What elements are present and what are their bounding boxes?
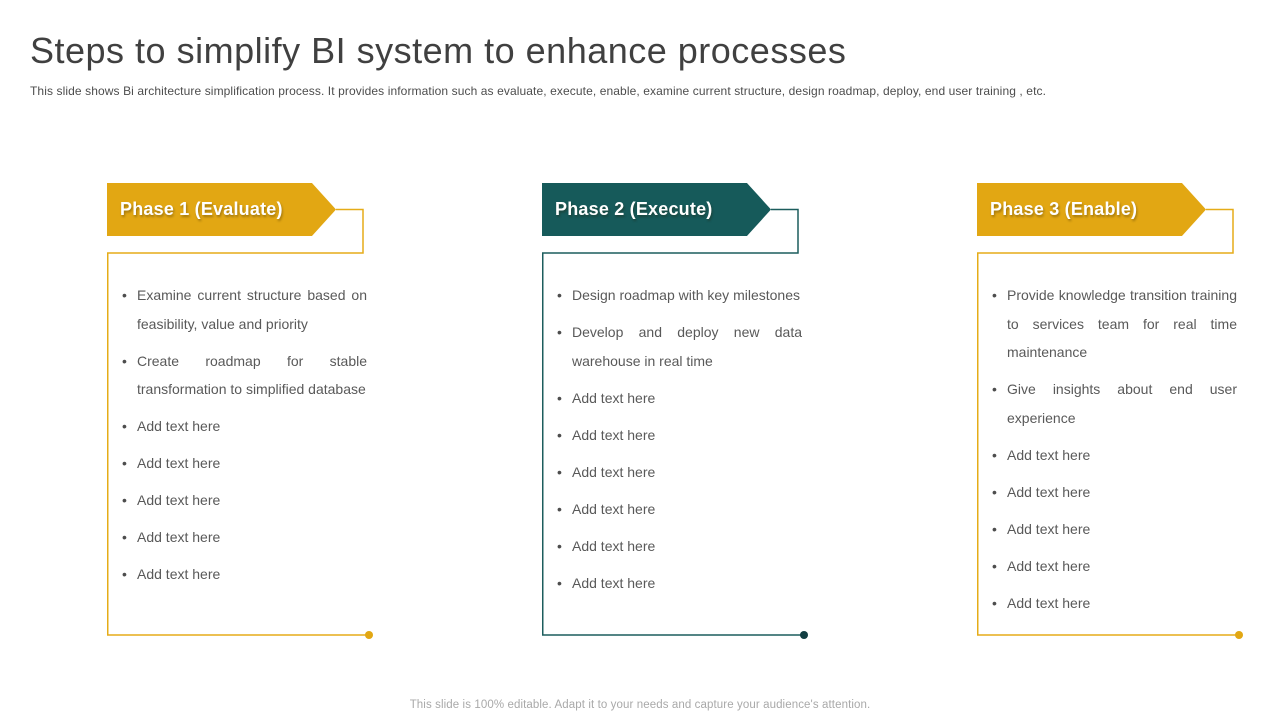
bullet-item: Add text here: [992, 589, 1237, 618]
phase-1-bullet-list: Examine current structure based on feasi…: [122, 281, 367, 597]
bullet-item: Provide knowledge transition training to…: [992, 281, 1237, 367]
bullet-item: Add text here: [557, 569, 802, 598]
bullet-item: Add text here: [992, 552, 1237, 581]
phase-2-bullet-list: Design roadmap with key milestones Devel…: [557, 281, 802, 606]
phase-2-banner-label: Phase 2 (Execute): [555, 199, 713, 219]
bullet-item: Add text here: [557, 384, 802, 413]
phase-1-banner-arrow: Phase 1 (Evaluate): [107, 183, 336, 236]
phase-1-column: Phase 1 (Evaluate) Examine current struc…: [107, 183, 377, 648]
connector-end-dot: [365, 631, 373, 639]
phase-3-banner-label: Phase 3 (Enable): [990, 199, 1138, 219]
page-title: Steps to simplify BI system to enhance p…: [30, 30, 847, 71]
bullet-item: Add text here: [122, 449, 367, 478]
bullet-item: Add text here: [557, 458, 802, 487]
page-subtitle: This slide shows Bi architecture simplif…: [30, 84, 1047, 98]
phase-3-connector-outline: [977, 208, 1243, 639]
bullet-item: Add text here: [992, 515, 1237, 544]
phase-3-banner-arrow: Phase 3 (Enable): [977, 183, 1206, 236]
phase-2-connector-outline: [542, 208, 808, 639]
bullet-item: Add text here: [557, 495, 802, 524]
bullet-item: Add text here: [992, 441, 1237, 470]
phase-1-connector-outline: [107, 208, 373, 639]
phase-3-column: Phase 3 (Enable) Provide knowledge trans…: [977, 183, 1247, 648]
phase-1-banner-label: Phase 1 (Evaluate): [120, 199, 283, 219]
connector-end-dot: [800, 631, 808, 639]
bullet-item: Design roadmap with key milestones: [557, 281, 802, 310]
bullet-item: Create roadmap for stable transformation…: [122, 347, 367, 404]
editable-note: This slide is 100% editable. Adapt it to…: [409, 699, 871, 711]
bullet-item: Add text here: [122, 523, 367, 552]
connector-end-dot: [1235, 631, 1243, 639]
phase-3-bullet-list: Provide knowledge transition training to…: [992, 281, 1237, 626]
bullet-item: Give insights about end user experience: [992, 375, 1237, 432]
bullet-item: Add text here: [557, 532, 802, 561]
bullet-item: Add text here: [557, 421, 802, 450]
bullet-item: Develop and deploy new data warehouse in…: [557, 318, 802, 375]
bullet-item: Add text here: [992, 478, 1237, 507]
bullet-item: Add text here: [122, 486, 367, 515]
bullet-item: Add text here: [122, 560, 367, 589]
phase-2-column: Phase 2 (Execute) Design roadmap with ke…: [542, 183, 812, 648]
bullet-item: Examine current structure based on feasi…: [122, 281, 367, 338]
bullet-item: Add text here: [122, 412, 367, 441]
phase-2-banner-arrow: Phase 2 (Execute): [542, 183, 771, 236]
